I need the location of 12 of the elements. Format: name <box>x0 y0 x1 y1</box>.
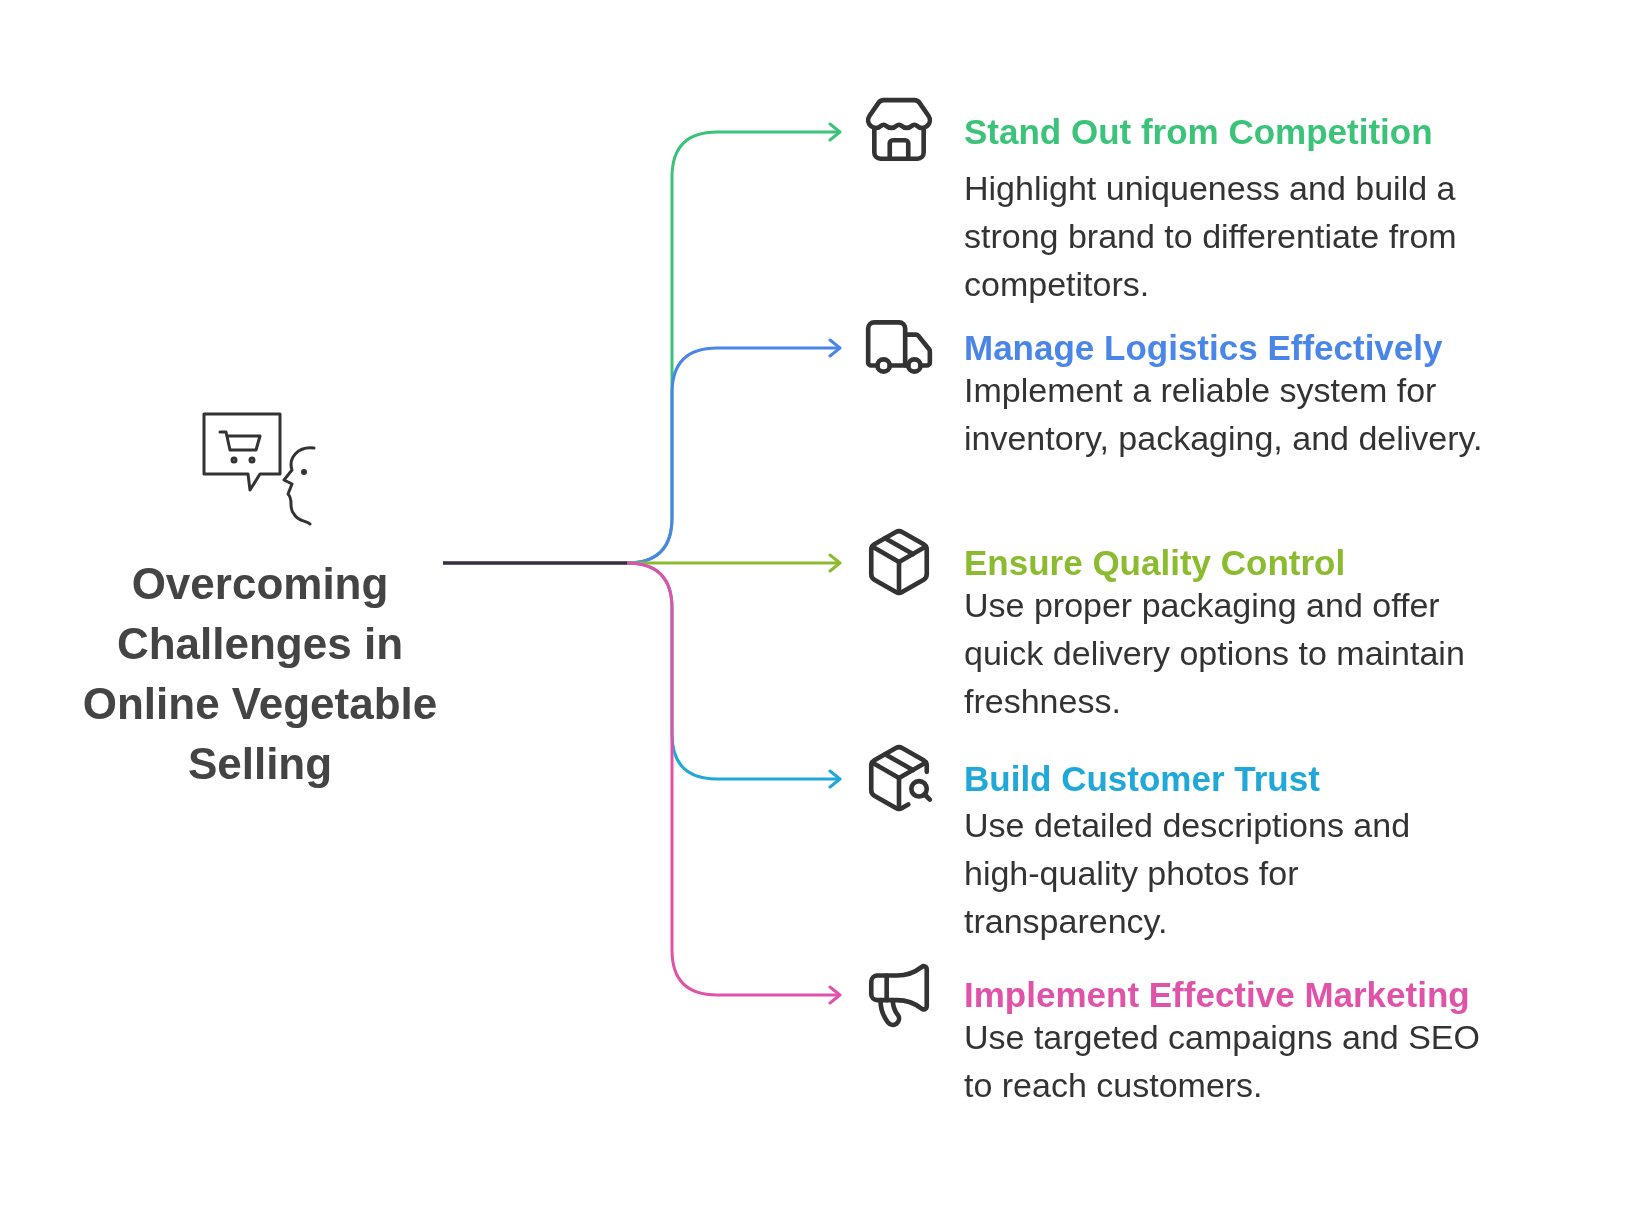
title-text: Overcoming Challenges in Online Vegetable Selling <box>81 558 439 790</box>
branch-heading: Build Customer Trust <box>964 758 1320 800</box>
branch-description: Highlight uniqueness and build a strong brand to differentiate from competitors. <box>964 168 1458 305</box>
branch-description: Implement a reliable system for inventory, packaging, and delivery. <box>964 370 1484 459</box>
connector-line <box>443 561 627 565</box>
branch-heading: Implement Effective Marketing <box>964 974 1470 1016</box>
branch-heading: Ensure Quality Control <box>964 542 1346 584</box>
branch-description: Use targeted campaigns and SEO to reach customers. <box>964 1017 1481 1106</box>
branch-description: Use proper packaging and offer quick delivery options to maintain freshness. <box>964 585 1466 722</box>
branch-description: Use detailed descriptions and high-quality photos for transparency. <box>964 805 1412 942</box>
branch-heading: Manage Logistics Effectively <box>964 327 1443 369</box>
branch-heading: Stand Out from Competition <box>964 111 1433 153</box>
